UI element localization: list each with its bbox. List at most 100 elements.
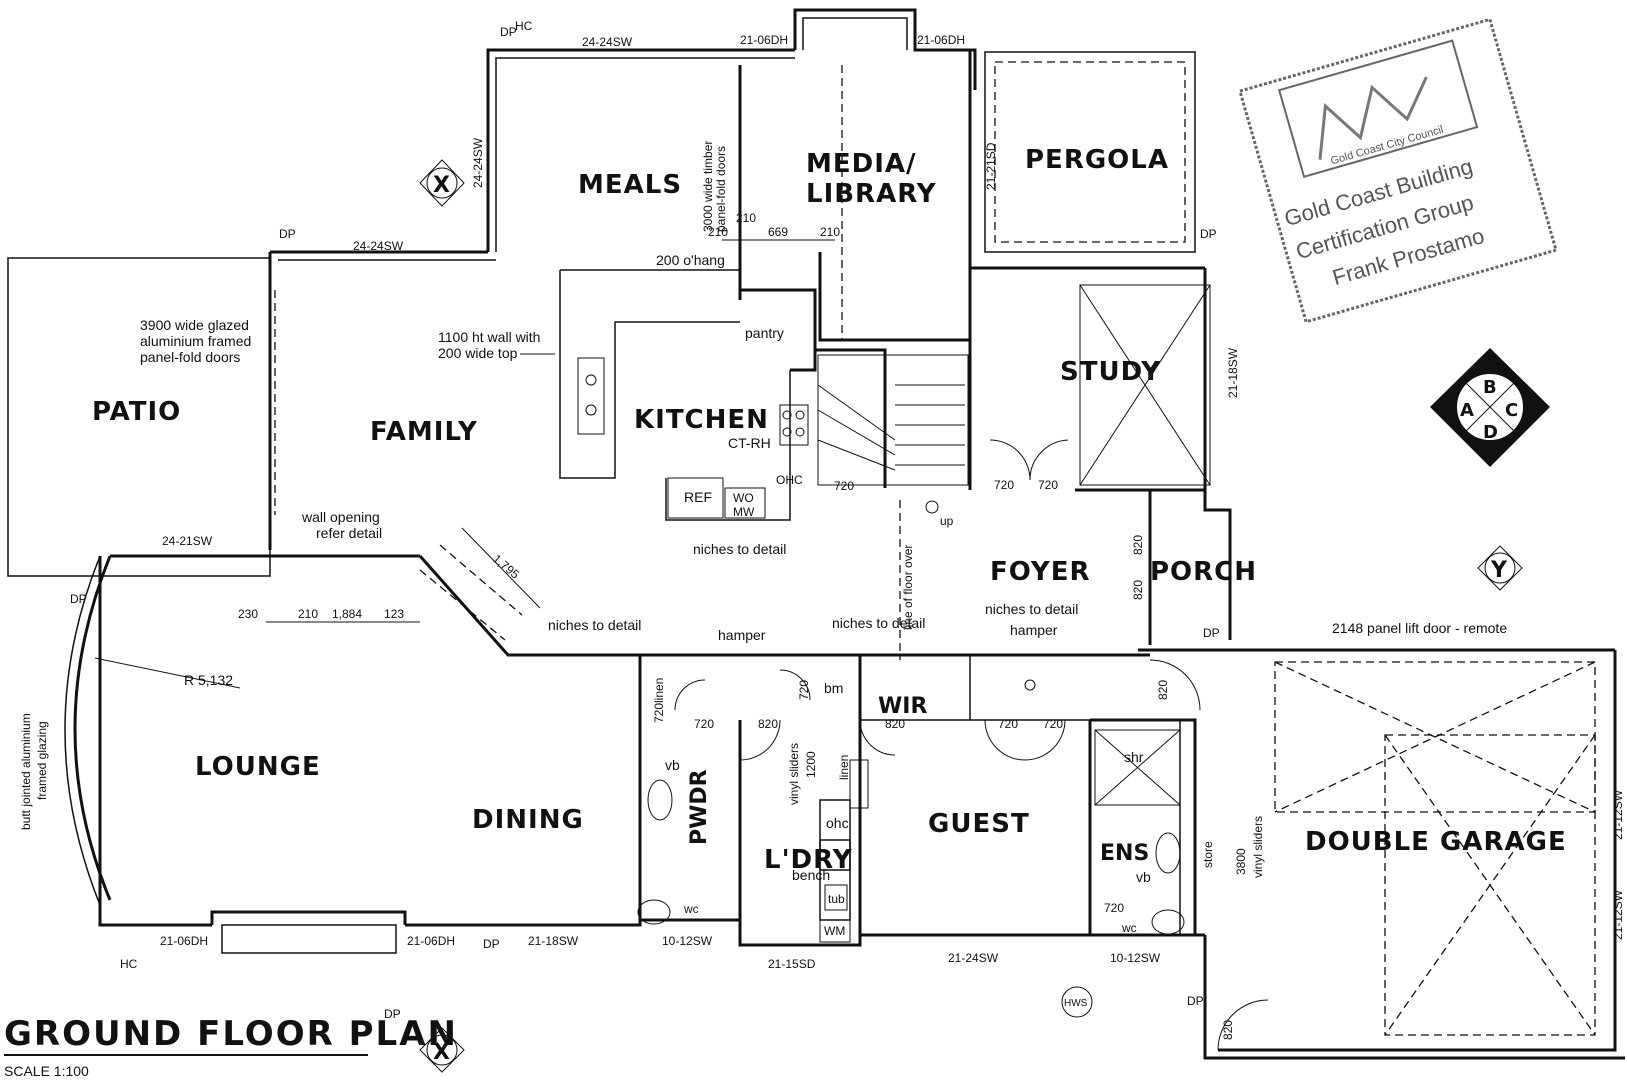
section-markers: X X Y [419, 159, 1523, 1073]
note-vinyl-1200-2: 1200 [804, 751, 818, 778]
window-code-study: 21-18SW [1226, 347, 1240, 398]
dashed-features [274, 65, 1596, 1036]
room-label-study: STUDY [1060, 357, 1161, 387]
section-marker-x-bottom: X [433, 1040, 450, 1065]
fixtures [577, 357, 1185, 943]
note-panel-lift-door: 2148 panel lift door - remote [1332, 620, 1507, 636]
room-label-media: MEDIA/ [806, 149, 917, 179]
note-line-of-floor: line of floor over [901, 545, 915, 630]
fixture-wc-ens: wc [1121, 921, 1137, 935]
window-code-media-right: 21-06DH [917, 33, 965, 47]
window-code-pergola-door: 21-21SD [984, 142, 998, 190]
dim-wir-door: 820 [885, 717, 905, 731]
note-glazed-doors-1: 3900 wide glazed [140, 317, 249, 333]
stair [817, 354, 969, 514]
window-code-meals-left: 24-24SW [471, 137, 485, 188]
dim-1795: 1,795 [490, 552, 522, 582]
note-stair-up: up [940, 514, 954, 528]
window-code-ldry: 21-15SD [768, 957, 816, 971]
dim-guest-door-b: 720 [1043, 717, 1063, 731]
downpipe-label-study: DP [1200, 227, 1217, 241]
room-label-patio: PATIO [92, 397, 181, 427]
room-label-porch: PORCH [1150, 557, 1257, 587]
fixture-wm: WM [824, 924, 845, 938]
dim-garage-door: 820 [1156, 680, 1170, 700]
dim-123: 123 [384, 607, 404, 621]
compass-label-b: B [1483, 377, 1497, 398]
dim-210-a: 210 [736, 211, 756, 225]
fixture-ohc: OHC [776, 473, 803, 487]
note-vinyl-1200-1: vinyl sliders [787, 743, 801, 805]
dimensions: 720 720 720 820 820 720 720 820 720 820 … [238, 211, 1235, 1040]
interior-walls [508, 50, 1205, 935]
fixture-tub: tub [828, 892, 845, 906]
fixture-vb-ens: vb [1136, 869, 1151, 885]
room-label-dining: DINING [472, 805, 584, 835]
window-code-media-left: 21-06DH [740, 33, 788, 47]
window-code-family-top: 24-24SW [353, 239, 404, 253]
window-code-dining: 21-18SW [528, 934, 579, 948]
downpipe-label-porch: DP [1203, 626, 1220, 640]
window-code-ens: 10-12SW [1110, 951, 1161, 965]
dim-foyer-door-a: 820 [1131, 535, 1145, 555]
note-timber-doors-1: 3000 wide timber [701, 141, 715, 232]
window-code-patio: 24-21SW [162, 534, 213, 548]
fixture-mw: MW [733, 505, 755, 519]
dim-foyer-door-b: 820 [1131, 580, 1145, 600]
note-wall-opening-2: refer detail [316, 525, 382, 541]
plan-title: GROUND FLOOR PLAN [4, 1014, 458, 1054]
room-label-library: LIBRARY [806, 179, 937, 209]
room-label-family: FAMILY [370, 417, 478, 447]
hose-cock-label-top: HC [515, 19, 533, 33]
section-marker-x-top: X [433, 173, 450, 198]
compass-rose: B A C D [1430, 348, 1550, 467]
fixture-labels: REF WO MW CT-RH OHC pantry linen linen v… [652, 325, 1215, 938]
dim-pwdr-door: 720 [694, 717, 714, 731]
dim-bm-door: 720 [797, 680, 811, 700]
dim-ldry-door: 820 [758, 717, 778, 731]
stamp-council: Gold Coast City Council [1329, 124, 1445, 168]
dim-230: 230 [238, 607, 258, 621]
note-niches-stair: niches to detail [832, 615, 925, 631]
room-labels: MEALS MEDIA/ LIBRARY PERGOLA PATIO FAMIL… [92, 145, 1566, 875]
room-label-pergola: PERGOLA [1025, 145, 1169, 175]
note-butt-glazing-2: framed glazing [35, 721, 49, 800]
dim-garage-side-door: 820 [1221, 1020, 1235, 1040]
note-niches-kitchen: niches to detail [693, 541, 786, 557]
downpipe-label-lounge: DP [70, 592, 87, 606]
compass-label-c: C [1505, 400, 1518, 421]
note-niches-dining: niches to detail [548, 617, 641, 633]
room-label-guest: GUEST [928, 809, 1030, 839]
fixture-pantry: pantry [745, 325, 784, 341]
note-timber-doors-2: panel-fold doors [714, 146, 728, 232]
dim-210-b: 210 [708, 225, 728, 239]
downpipe-label-family: DP [279, 227, 296, 241]
note-wall-opening-1: wall opening [301, 509, 380, 525]
window-codes: 24-24SW 24-24SW 24-24SW 24-21SW 21-06DH … [70, 19, 1625, 1021]
room-label-lounge: LOUNGE [195, 752, 321, 782]
note-hamper-b: hamper [1010, 622, 1058, 638]
fixture-ref: REF [684, 489, 712, 505]
dim-linen-door: 720 [652, 703, 666, 723]
title-block: GROUND FLOOR PLAN SCALE 1:100 [4, 1014, 458, 1079]
dim-study-door-b: 720 [1038, 478, 1058, 492]
downpipe-label-garage: DP [1187, 994, 1204, 1008]
window-code-top: 24-24SW [582, 35, 633, 49]
fixture-bench: bench [792, 867, 830, 883]
annotation-notes: 3900 wide glazed aluminium framed panel-… [19, 141, 1507, 878]
compass-label-a: A [1460, 400, 1474, 421]
note-radius: R 5,132 [184, 672, 233, 688]
fixture-vb-pwdr: vb [665, 757, 680, 773]
note-butt-glazing-1: butt jointed aluminium [19, 713, 33, 830]
certification-stamp: Gold Coast City Council Gold Coast Build… [1238, 17, 1558, 324]
note-vinyl-3800-1: 3800 [1234, 848, 1248, 875]
room-label-foyer: FOYER [990, 557, 1091, 587]
downpipe-label-dining: DP [483, 937, 500, 951]
fixture-linen-ldry: linen [837, 755, 851, 780]
dim-guest-door-a: 720 [998, 717, 1018, 731]
hws-label: HWS [1064, 998, 1088, 1009]
room-label-wir: WIR [878, 694, 927, 719]
note-overhang: 200 o'hang [656, 252, 725, 268]
note-niches-foyer: niches to detail [985, 601, 1078, 617]
